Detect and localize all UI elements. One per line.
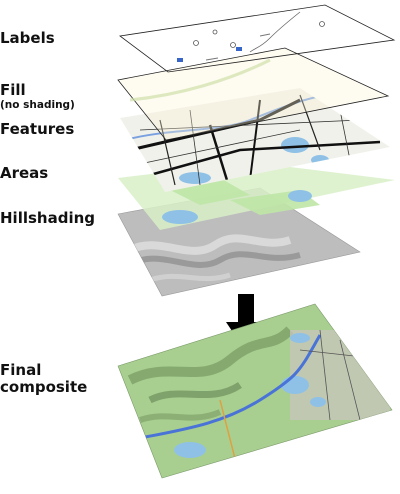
fill-shoreline xyxy=(129,58,271,102)
hillshade-ridge xyxy=(149,272,231,283)
label-final-line1: Final xyxy=(0,361,42,379)
final-composite-map xyxy=(117,303,393,479)
road-line xyxy=(134,129,301,166)
hillshade-ridge xyxy=(128,234,292,255)
water-feature xyxy=(310,397,326,407)
water-feature xyxy=(179,172,211,184)
water-feature xyxy=(281,137,309,153)
terrain-ridge xyxy=(139,409,222,423)
road-line xyxy=(339,109,351,161)
label-text-mark xyxy=(205,57,219,61)
fill-plane xyxy=(117,47,390,141)
water-feature xyxy=(311,155,329,165)
label-shield xyxy=(236,47,242,51)
label-areas-layer: Areas xyxy=(0,164,49,182)
road-line xyxy=(208,124,232,191)
label-labels-layer: Labels xyxy=(0,29,55,47)
urban-area xyxy=(290,330,390,420)
label-final-composite: Final composite xyxy=(0,362,87,396)
highway-line xyxy=(129,334,322,442)
hillshade-shadow xyxy=(133,251,301,268)
arrow-shaft xyxy=(238,294,254,324)
road-line xyxy=(129,98,301,152)
road-line xyxy=(319,329,331,421)
label-marker xyxy=(319,21,325,27)
label-marker xyxy=(193,40,199,46)
label-fill-layer: Fill (no shading) xyxy=(0,81,75,112)
road-line xyxy=(189,109,201,186)
label-marker xyxy=(212,29,218,35)
water-area xyxy=(162,210,198,224)
road-line xyxy=(339,339,361,421)
label-route-line xyxy=(249,11,301,53)
water-feature xyxy=(290,333,310,343)
road-line xyxy=(159,119,176,186)
road-line xyxy=(249,99,261,181)
terrain-ridge xyxy=(148,381,242,404)
water-area xyxy=(288,190,312,202)
label-fill-note: (no shading) xyxy=(0,99,75,111)
label-text-mark xyxy=(259,33,271,37)
road-line xyxy=(139,119,361,131)
water-feature xyxy=(174,442,206,458)
water-feature xyxy=(281,376,309,394)
fill-layer xyxy=(117,47,390,141)
labels-plane xyxy=(118,4,396,73)
road-line xyxy=(149,140,381,177)
label-fill-title: Fill xyxy=(0,81,26,99)
label-features-layer: Features xyxy=(0,120,75,138)
labels-layer xyxy=(118,4,396,73)
terrain-ridge xyxy=(127,326,294,385)
label-hillshading-layer: Hillshading xyxy=(0,209,96,227)
features-layer xyxy=(120,88,390,192)
label-final-line2: composite xyxy=(0,378,88,396)
label-shield xyxy=(177,58,183,62)
label-marker xyxy=(230,42,236,48)
